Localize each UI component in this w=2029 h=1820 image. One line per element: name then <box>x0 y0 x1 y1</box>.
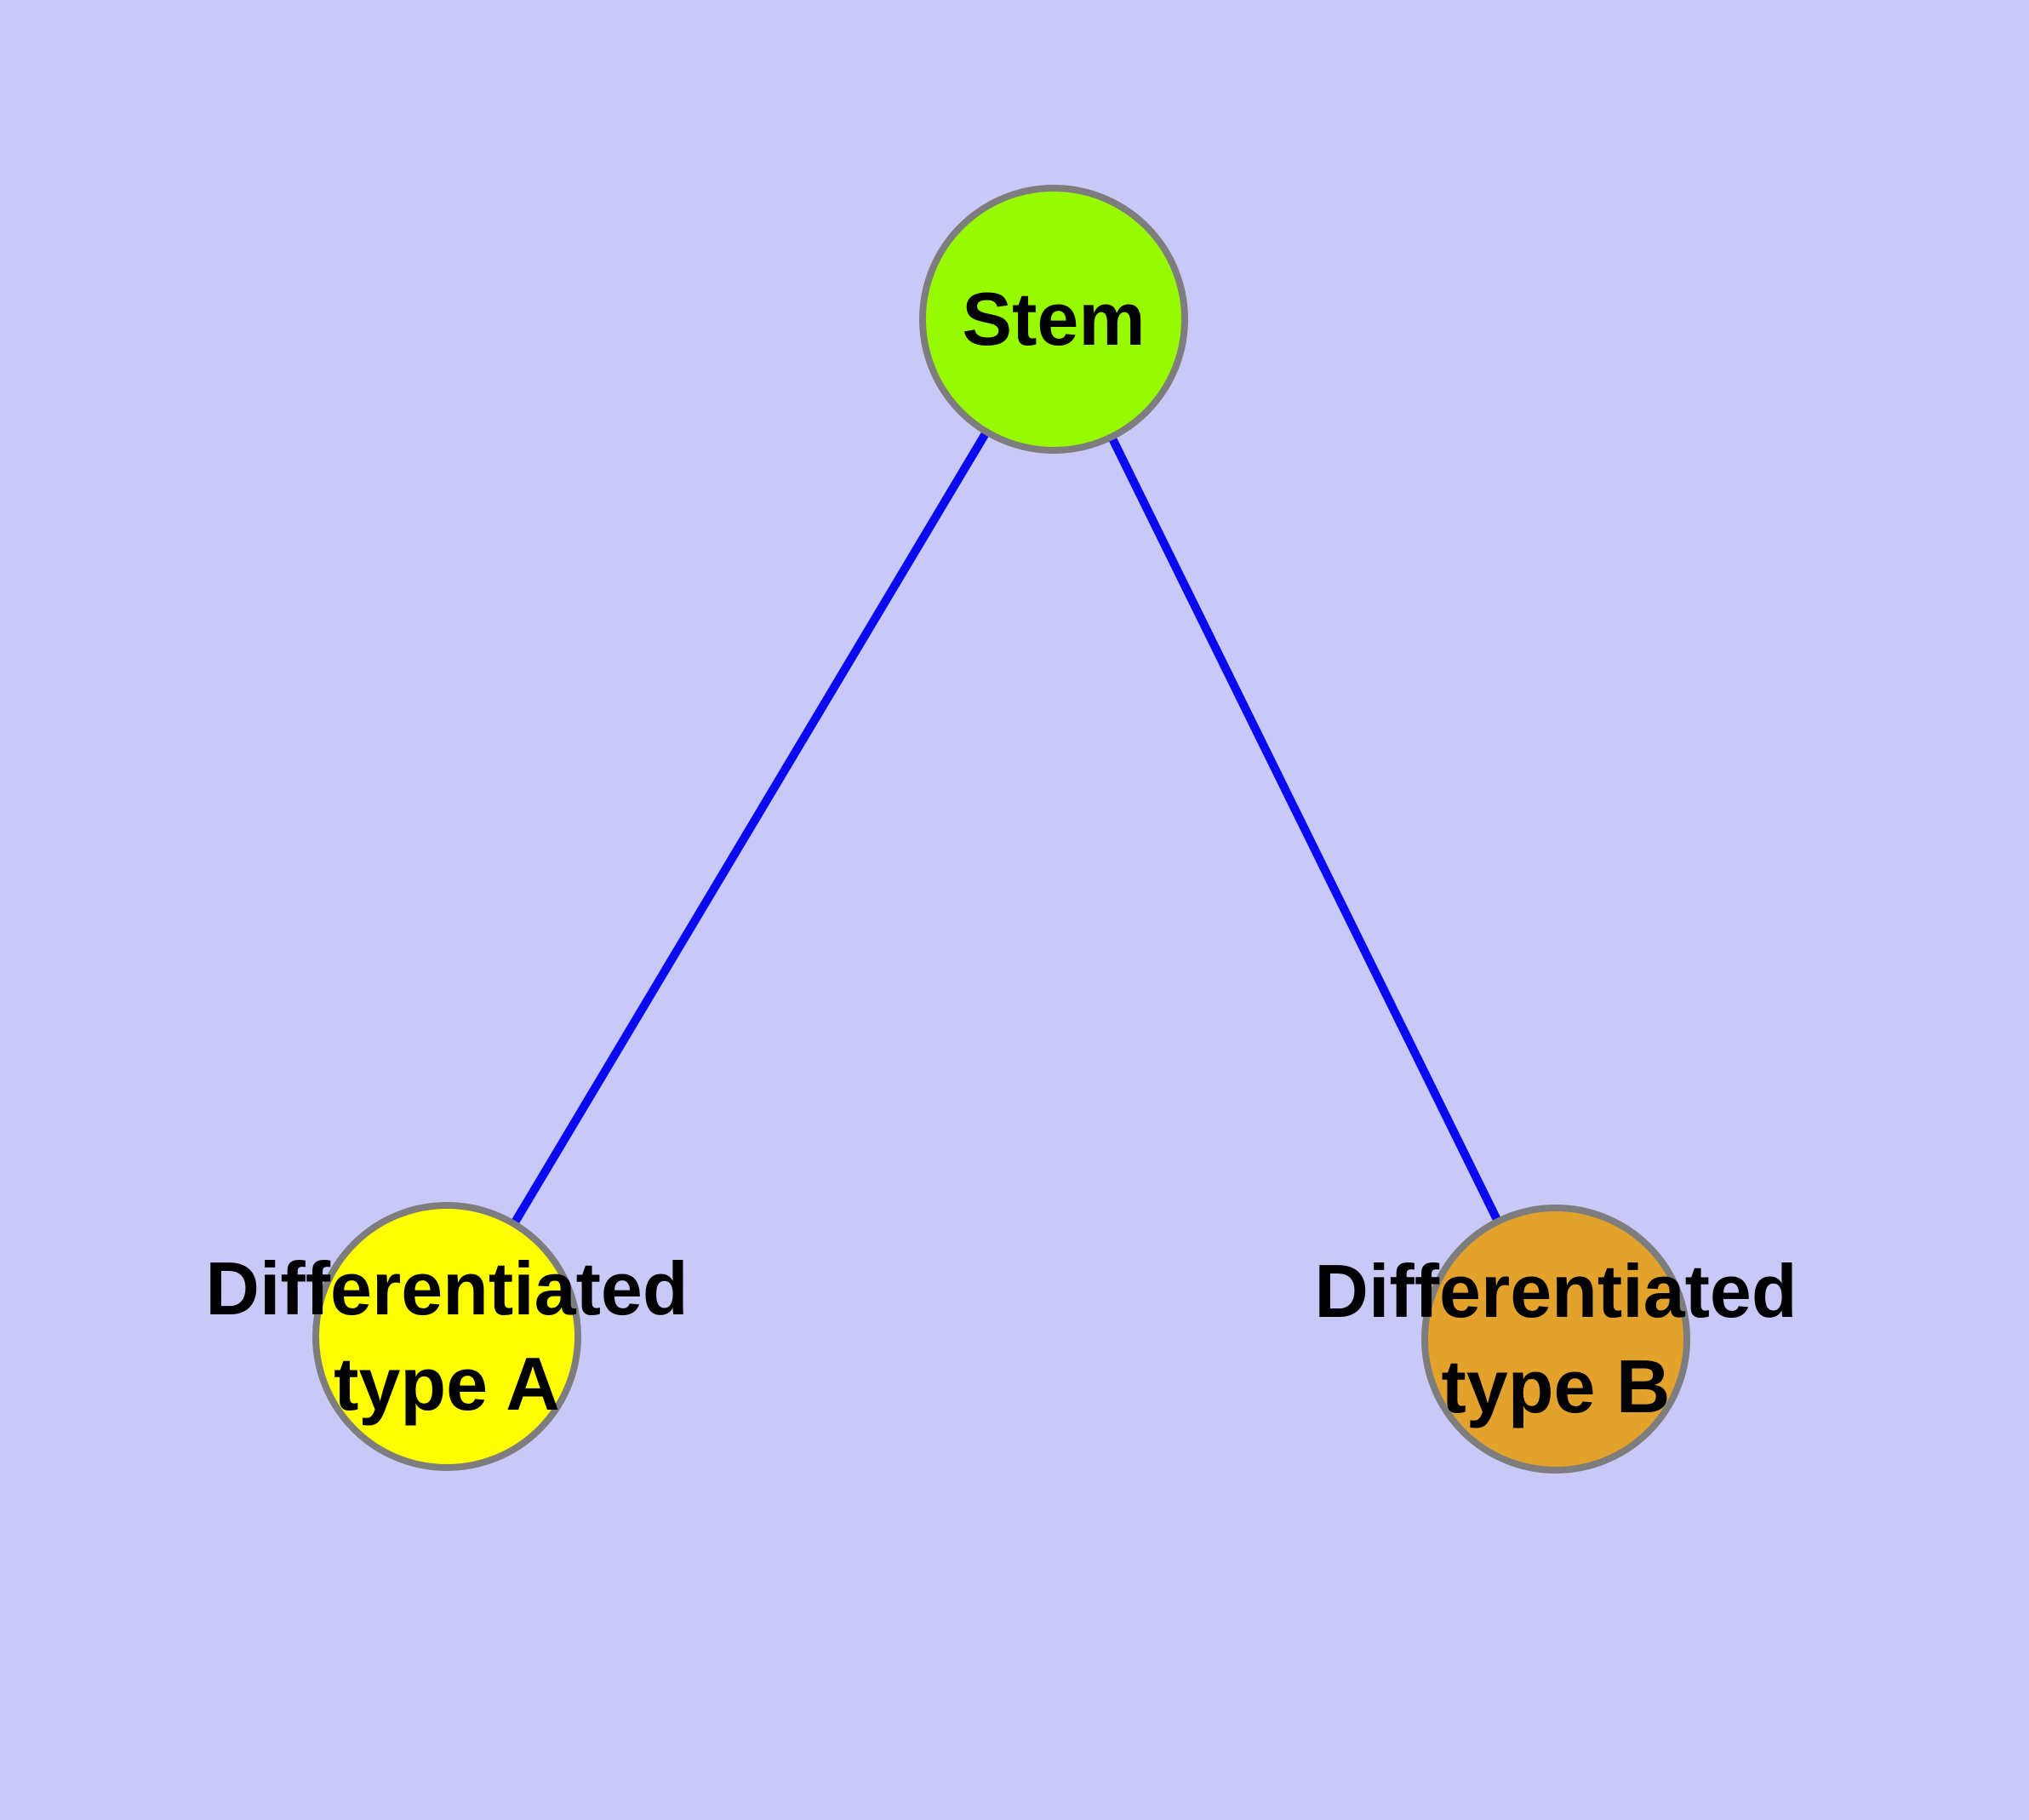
node-differentiated-type-a-label: Differentiated type A <box>205 1241 688 1432</box>
node-differentiated-type-a-label-line-2: type A <box>334 1342 560 1426</box>
node-differentiated-type-a[interactable]: Differentiated type A <box>205 1202 689 1471</box>
edge-stem-to-differentiated-type-a <box>443 317 1058 1339</box>
node-differentiated-type-b[interactable]: Differentiated type B <box>1314 1205 1798 1474</box>
edge-stem-to-differentiated-type-b <box>1049 317 1560 1342</box>
node-differentiated-type-b-circle[interactable] <box>1421 1205 1690 1474</box>
node-differentiated-type-b-label: Differentiated type B <box>1314 1244 1797 1434</box>
node-stem-label: Stem <box>962 272 1145 367</box>
node-differentiated-type-a-label-line-1: Differentiated <box>205 1246 689 1331</box>
node-stem[interactable]: Stem <box>919 185 1188 454</box>
node-differentiated-type-a-circle[interactable] <box>312 1202 581 1471</box>
node-stem-label-line-1: Stem <box>962 277 1146 361</box>
node-differentiated-type-b-label-line-1: Differentiated <box>1314 1249 1798 1333</box>
node-differentiated-type-b-label-line-2: type B <box>1441 1344 1671 1428</box>
node-stem-circle[interactable] <box>919 185 1188 454</box>
